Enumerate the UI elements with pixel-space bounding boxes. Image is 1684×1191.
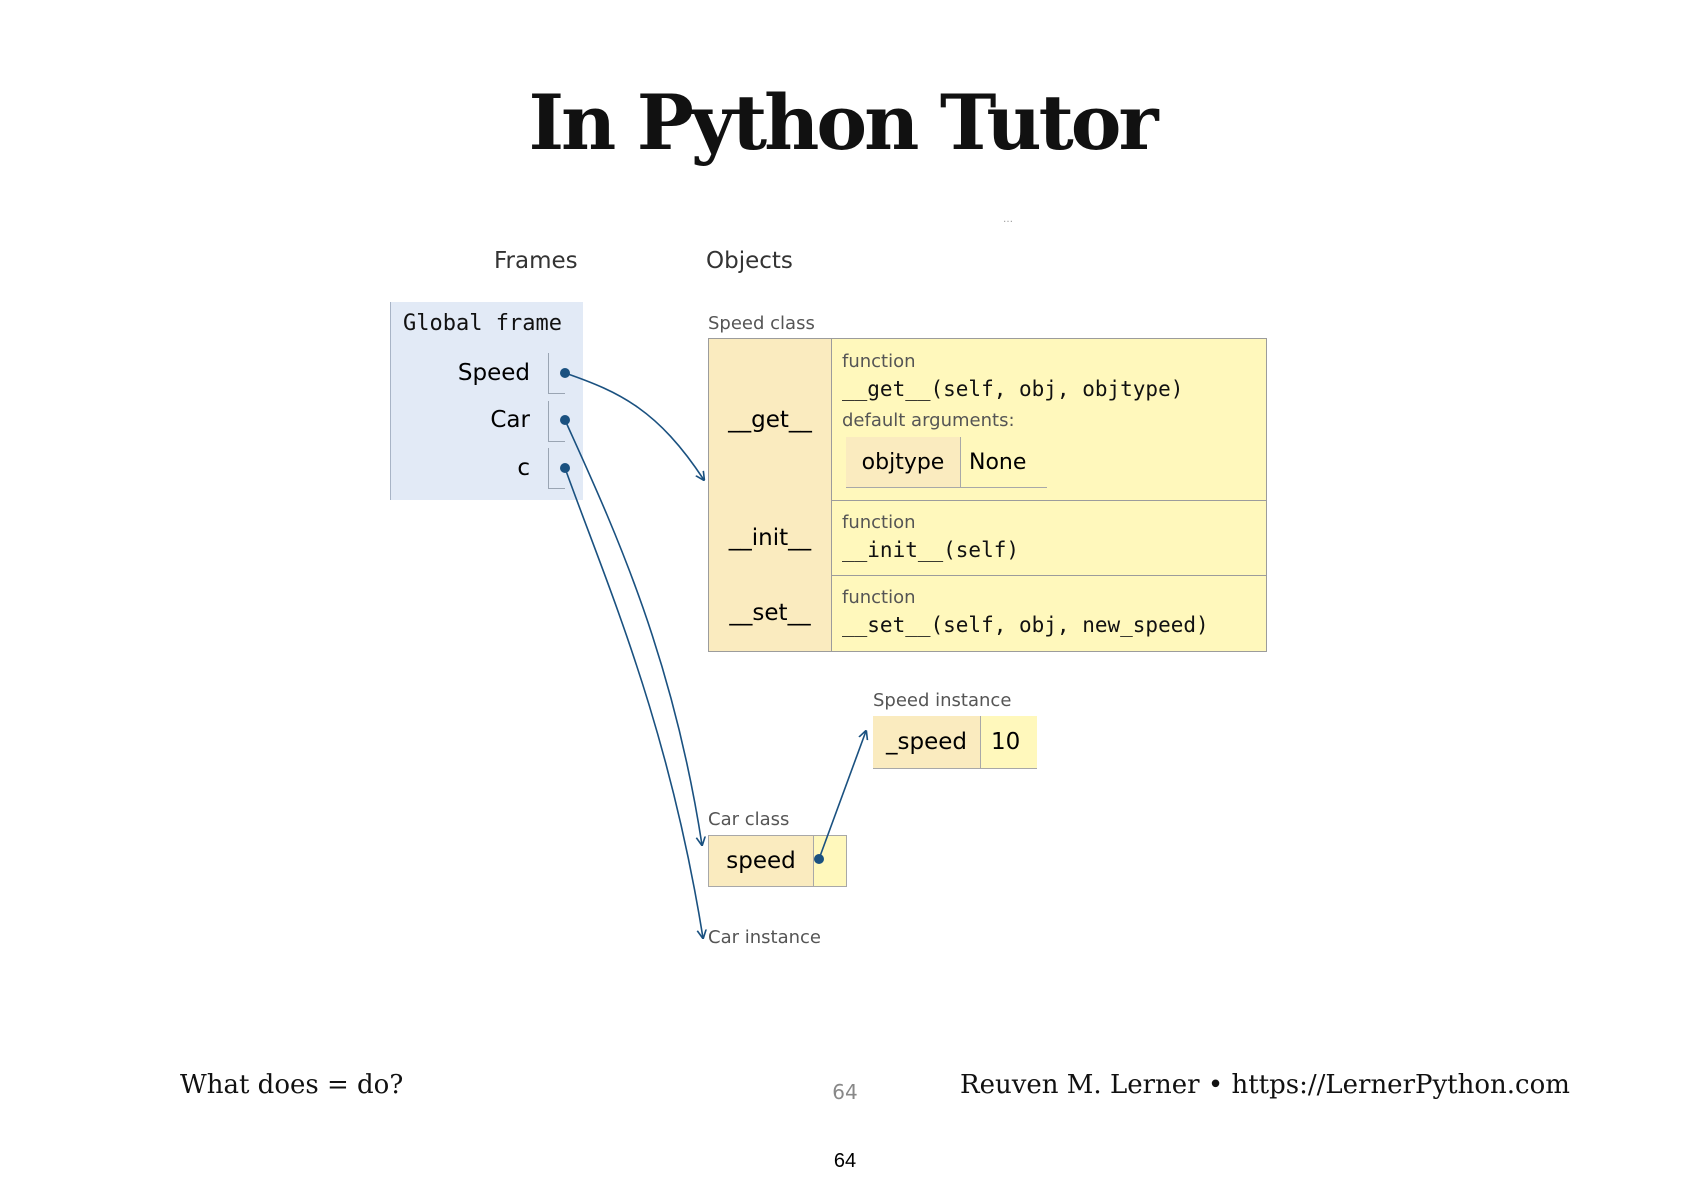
row-set-signature: __set__(self, obj, new_speed) [842, 613, 1209, 637]
row-get-defaults-label: default arguments: [842, 410, 1015, 431]
row-init-type: function [842, 512, 916, 533]
row-get-type: function [842, 351, 916, 372]
default-arg-key: objtype [846, 437, 961, 487]
var-c-pointer-box [548, 448, 565, 489]
var-car: Car [490, 407, 530, 433]
row-get-key: __get__ [709, 339, 832, 500]
var-speed: Speed [457, 360, 530, 386]
global-frame [390, 302, 583, 500]
row-set-type: function [842, 587, 916, 608]
page-number: 64 [833, 1150, 857, 1172]
row-set-key: __set__ [709, 575, 832, 651]
speed-instance-value: 10 [981, 716, 1037, 768]
speed-instance-table: _speed 10 [873, 716, 1037, 769]
arrow-car-to-carclass [564, 419, 702, 845]
car-class-label: Car class [708, 809, 790, 830]
speed-class-label: Speed class [708, 313, 815, 334]
row-init: __init__ function __init__(self) [709, 500, 1266, 576]
footer-author: Reuven M. Lerner • https://LernerPython.… [960, 1070, 1570, 1100]
row-get-signature: __get__(self, obj, objtype) [842, 377, 1184, 401]
row-init-key: __init__ [709, 500, 832, 575]
var-speed-pointer-box [548, 353, 565, 394]
var-c: c [517, 455, 530, 481]
slide-title: In Python Tutor [528, 78, 1158, 167]
row-set: __set__ function __set__(self, obj, new_… [709, 575, 1266, 651]
footer-question: What does = do? [180, 1070, 404, 1100]
arrow-speed-to-class [564, 372, 704, 480]
car-class-pointer-cell [814, 836, 846, 886]
arrow-c-to-carinstance [564, 467, 703, 938]
speed-class-table: __get__ function __get__(self, obj, objt… [708, 338, 1267, 652]
global-frame-title: Global frame [403, 311, 562, 336]
row-init-signature: __init__(self) [842, 538, 1020, 562]
frames-heading: Frames [494, 248, 578, 274]
default-args-table: objtype None [846, 437, 1047, 488]
row-get: __get__ function __get__(self, obj, objt… [709, 339, 1266, 501]
speed-instance-label: Speed instance [873, 690, 1012, 711]
car-class-key: speed [709, 836, 814, 886]
default-arg-value: None [969, 449, 1027, 475]
var-car-pointer-box [548, 401, 565, 442]
car-class-table: speed [708, 835, 847, 887]
car-instance-label: Car instance [708, 927, 821, 948]
footer-slide-number: 64 [832, 1080, 858, 1104]
objects-heading: Objects [706, 248, 793, 274]
ellipsis-marker: … [1003, 214, 1013, 225]
speed-instance-key: _speed [873, 716, 981, 768]
